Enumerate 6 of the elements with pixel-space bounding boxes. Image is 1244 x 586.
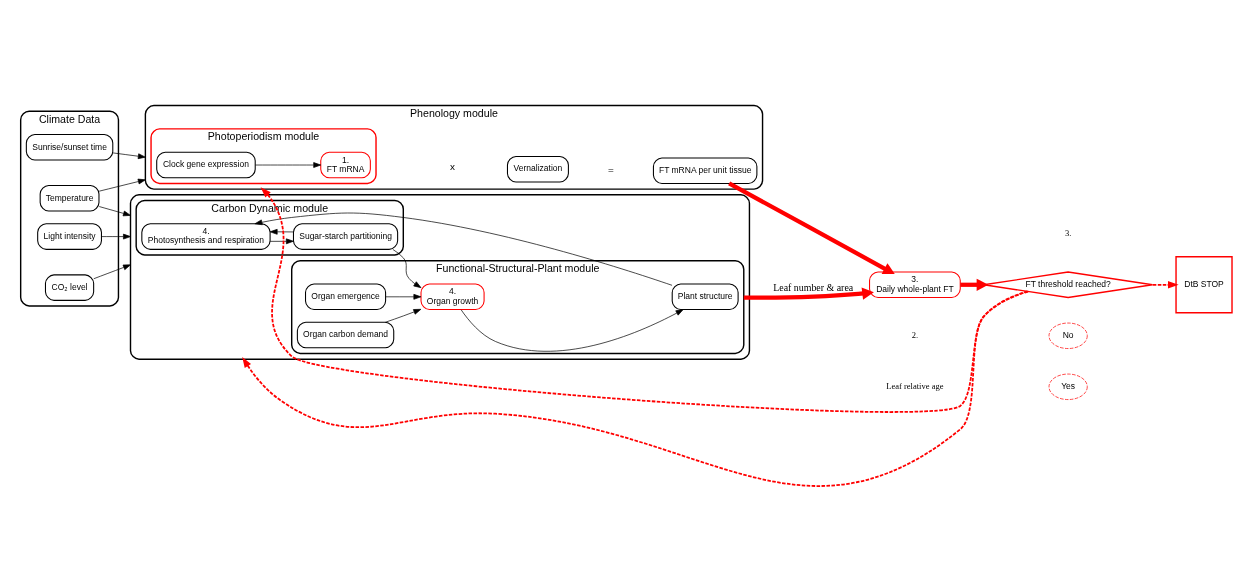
label: Leaf relative age	[886, 381, 944, 392]
edge-label: Leaf number & area	[773, 282, 854, 294]
label: 2.	[911, 329, 919, 340]
label: x	[450, 161, 456, 173]
label: =	[608, 163, 614, 175]
label: 3.	[1064, 227, 1072, 238]
